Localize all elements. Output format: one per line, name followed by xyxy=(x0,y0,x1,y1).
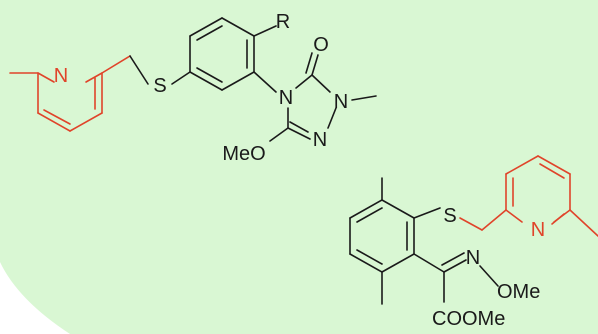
methoxy-label: MeO xyxy=(222,143,265,165)
oxime-ome-label: OMe xyxy=(497,281,540,303)
top-pyridine-n-label: N xyxy=(54,65,68,87)
bottom-molecule xyxy=(349,155,598,305)
top-sulfur-label: S xyxy=(153,75,166,97)
bottom-pyridine-n-label: N xyxy=(531,219,545,241)
ester-label: COOMe xyxy=(432,308,505,330)
top-methylpyridine-fragment xyxy=(9,55,131,132)
carbonyl-oxygen-label: O xyxy=(313,34,329,56)
triazole-n1-label: N xyxy=(334,91,348,113)
triazole-n4-label: N xyxy=(279,87,293,109)
r-group-label: R xyxy=(276,11,290,33)
oxime-n-label: N xyxy=(466,247,480,269)
bottom-sulfur-label: S xyxy=(443,205,456,227)
top-molecule xyxy=(9,17,377,142)
triazole-n2-label: N xyxy=(313,129,327,151)
bottom-methylpyridine-fragment xyxy=(459,155,598,237)
